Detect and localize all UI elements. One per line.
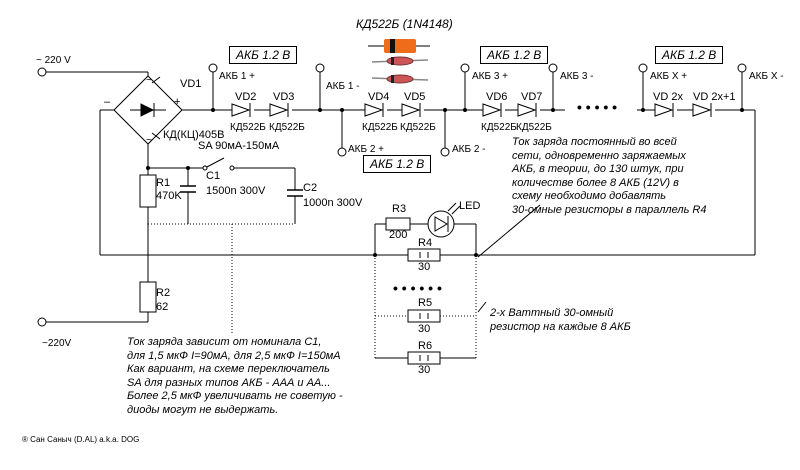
resistor-r4-icon — [407, 248, 441, 262]
switch-contact-icon — [202, 165, 208, 171]
vd6-part: КД522Б — [481, 122, 517, 133]
ac-terminal-bottom — [37, 317, 47, 327]
terminal-akbx-plus: АКБ X + — [650, 71, 688, 82]
battery-terminals — [208, 63, 747, 157]
r3-name: R3 — [392, 203, 407, 215]
led-icon — [427, 202, 461, 238]
c2-name: C2 — [303, 182, 318, 194]
r1-value: 470K — [156, 190, 182, 202]
r2-name: R2 — [156, 287, 171, 299]
bridge-minus: – — [104, 96, 111, 108]
terminal-akbx-minus: АКБ X - — [749, 71, 784, 82]
bridge-name: VD1 — [180, 78, 202, 90]
switch-label: SA 90мА-150мА — [198, 140, 280, 152]
diode-photo-icon — [368, 39, 430, 84]
ellipsis-top: • • • • • — [577, 99, 618, 115]
vd2x-name: VD 2x — [653, 91, 683, 103]
battery-box-x: АКБ 1.2 В — [655, 46, 724, 64]
diode-icon-vd7 — [517, 103, 537, 117]
battery-box-1: АКБ 1.2 В — [229, 46, 298, 64]
r6-name: R6 — [418, 340, 433, 352]
r5-name: R5 — [418, 297, 433, 309]
bridge-part: КД(КЦ)405В — [163, 129, 225, 141]
vd6-name: VD6 — [486, 91, 508, 103]
vd2-name: VD2 — [235, 91, 257, 103]
diode-icon-vd3 — [269, 103, 289, 117]
diode-icon-vd2 — [231, 103, 251, 117]
r2-value: 62 — [156, 301, 169, 313]
terminal-akb1-plus: АКБ 1 + — [219, 71, 256, 82]
terminal-akb3-minus: АКБ 3 - — [560, 71, 594, 82]
capacitor-c2-icon — [287, 189, 303, 197]
ac-symbols — [151, 76, 161, 140]
terminal-akb1-minus: АКБ 1 - — [326, 81, 360, 92]
c1-value: 1500n 300V — [206, 185, 266, 197]
diode-icon-vd4 — [364, 103, 384, 117]
c2-value: 1000n 300V — [303, 197, 363, 209]
ac-input-top-label: ~ 220 V — [36, 55, 71, 66]
diode-bridge-icon — [113, 75, 183, 145]
terminal-akb2-minus: АКБ 2 - — [452, 144, 486, 155]
diode-icon-vd5 — [401, 103, 421, 117]
ac-terminal-top — [37, 67, 47, 77]
ac-input-bottom-label: ~220V — [42, 338, 72, 349]
resistor-r3-icon — [385, 217, 411, 231]
note-capacitor: Ток заряда зависит от номинала С1, для 1… — [127, 336, 343, 416]
resistor-r6-icon — [407, 351, 441, 365]
vd2-part: КД522Б — [230, 122, 266, 133]
battery-box-2: АКБ 1.2 В — [363, 155, 432, 173]
vd7-part: КД522Б — [516, 122, 552, 133]
led-label: LED — [459, 200, 481, 212]
note-resistor: 2-х Ваттный 30-омный резистор на каждые … — [490, 307, 631, 333]
bridge-ac-top: ~ — [146, 75, 152, 86]
ellipsis-resistors: • • • • • • — [393, 280, 442, 296]
vd4-part: КД522Б — [362, 122, 398, 133]
r4-value: 30 — [418, 261, 431, 273]
diode-icon-vd2x — [654, 103, 674, 117]
vd2x1-name: VD 2x+1 — [693, 91, 736, 103]
vd3-part: КД522Б — [269, 122, 305, 133]
r6-value: 30 — [418, 364, 431, 376]
battery-box-3: АКБ 1.2 В — [480, 46, 549, 64]
c1-name: C1 — [206, 170, 221, 182]
diode-icon-vd2x1 — [692, 103, 712, 117]
r5-value: 30 — [418, 323, 431, 335]
r3-value: 200 — [389, 229, 408, 241]
terminal-akb2-plus: АКБ 2 + — [348, 144, 385, 155]
bridge-plus: + — [174, 96, 181, 108]
diode-type-header: КД522Б (1N4148) — [356, 17, 453, 31]
capacitor-c1-icon — [180, 185, 196, 193]
credit-text: ® Сан Саныч (D.AL) a.k.a. DOG — [22, 435, 140, 444]
r1-name: R1 — [156, 177, 171, 189]
diode-chain — [231, 103, 712, 117]
terminal-akb3-plus: АКБ 3 + — [472, 71, 509, 82]
vd4-name: VD4 — [368, 91, 390, 103]
r4-name: R4 — [418, 237, 433, 249]
vd3-name: VD3 — [273, 91, 295, 103]
resistor-r2-icon — [139, 281, 157, 313]
diode-icon-vd6 — [482, 103, 502, 117]
resistor-r1-icon — [139, 174, 157, 208]
vd5-name: VD5 — [404, 91, 426, 103]
vd5-part: КД522Б — [400, 122, 436, 133]
vd7-name: VD7 — [521, 91, 543, 103]
note-charge-current: Ток заряда постоянный во всей сети, одно… — [512, 136, 707, 216]
junction-dots — [146, 108, 744, 257]
resistor-r5-icon — [407, 309, 441, 323]
switch-contact-icon — [229, 165, 235, 171]
bridge-ac-bottom: ~ — [146, 135, 152, 146]
